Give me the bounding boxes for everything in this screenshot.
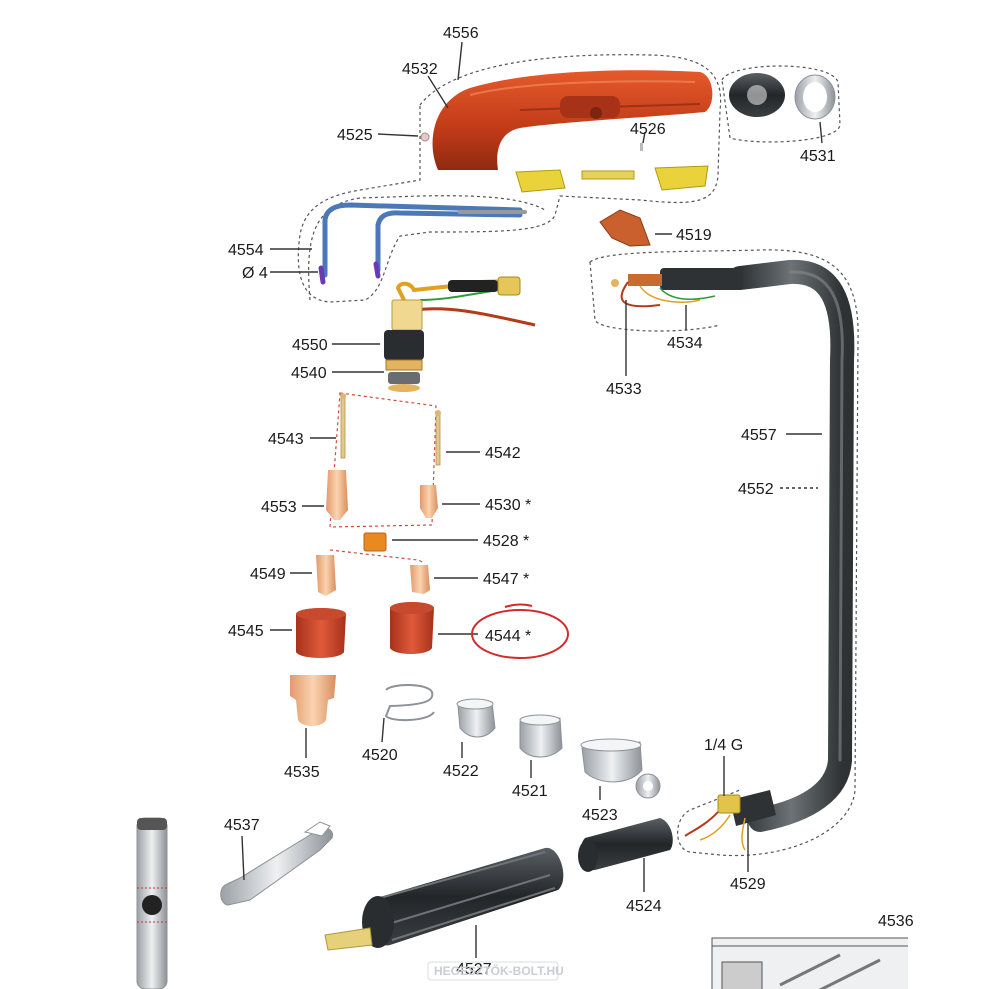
label-4547: 4547 * — [483, 571, 529, 588]
rings-4531 — [729, 73, 836, 120]
label-4528: 4528 * — [483, 533, 529, 550]
label-4519: 4519 — [676, 227, 712, 244]
label-1-4-g: 1/4 G — [704, 737, 743, 754]
tubes-4554 — [318, 202, 527, 285]
label-4543: 4543 — [268, 431, 304, 448]
label-4542: 4542 — [485, 445, 521, 462]
sleeve-4524 — [578, 818, 673, 872]
red-group-outline-2 — [329, 549, 426, 564]
pin-4526 — [640, 143, 643, 151]
label-4527: 4527 — [456, 961, 492, 978]
spacers — [456, 698, 661, 799]
wrench-4537 — [220, 821, 334, 906]
electrodes — [340, 393, 441, 466]
label-4544: 4544 * — [485, 628, 531, 645]
label-4540: 4540 — [291, 365, 327, 382]
nozzles-lower — [316, 555, 430, 596]
label-4534: 4534 — [667, 335, 703, 352]
nozzles-upper — [326, 470, 438, 520]
label-4526: 4526 — [630, 121, 666, 138]
label-4529: 4529 — [730, 876, 766, 893]
trigger-parts — [515, 165, 709, 193]
trigger-recess — [560, 96, 620, 118]
label-4525: 4525 — [337, 127, 373, 144]
label-4552: 4552 — [738, 481, 774, 498]
shield-cups — [296, 602, 434, 658]
highlight-4544 — [471, 603, 569, 659]
label-4521: 4521 — [512, 783, 548, 800]
cable-end-top — [611, 268, 742, 308]
case-4536 — [711, 935, 989, 989]
torch-head-body — [384, 276, 536, 392]
spring-4520 — [384, 684, 435, 722]
label-phi4: Ø 4 — [242, 265, 268, 282]
label-4545: 4545 — [228, 623, 264, 640]
label-4531: 4531 — [800, 148, 836, 165]
label-4523: 4523 — [582, 807, 618, 824]
label-4520: 4520 — [362, 747, 398, 764]
tip-4528 — [363, 532, 387, 552]
cup-4535 — [290, 675, 336, 726]
tube-4539 — [136, 817, 168, 989]
label-4556: 4556 — [443, 25, 479, 42]
label-4539: 4539 — [218, 987, 254, 989]
label-4554: 4554 — [228, 242, 264, 259]
connector-4527 — [324, 847, 564, 951]
label-4549: 4549 — [250, 566, 286, 583]
watermark: HEGESZTŐK-BOLT.HU — [427, 961, 564, 981]
cable-4557 — [728, 259, 855, 832]
label-4535: 4535 — [284, 764, 320, 781]
label-4536: 4536 — [878, 913, 914, 930]
cable-end-bottom — [684, 790, 776, 851]
label-4550: 4550 — [292, 337, 328, 354]
label-4524: 4524 — [626, 898, 662, 915]
label-4537: 4537 — [224, 817, 260, 834]
watermark-text: HEGESZTŐK-BOLT.HU — [434, 963, 564, 978]
label-4530: 4530 * — [485, 497, 531, 514]
label-4522: 4522 — [443, 763, 479, 780]
leader-lines — [241, 41, 823, 958]
block-4519 — [599, 209, 651, 247]
label-4533: 4533 — [606, 381, 642, 398]
part-labels: 4556 4532 4525 4526 4531 4519 4554 Ø 4 4… — [218, 25, 914, 989]
label-4532: 4532 — [402, 61, 438, 78]
torch-handle — [432, 70, 713, 170]
label-4557: 4557 — [741, 427, 777, 444]
screw-4525 — [420, 132, 430, 142]
label-4553: 4553 — [261, 499, 297, 516]
